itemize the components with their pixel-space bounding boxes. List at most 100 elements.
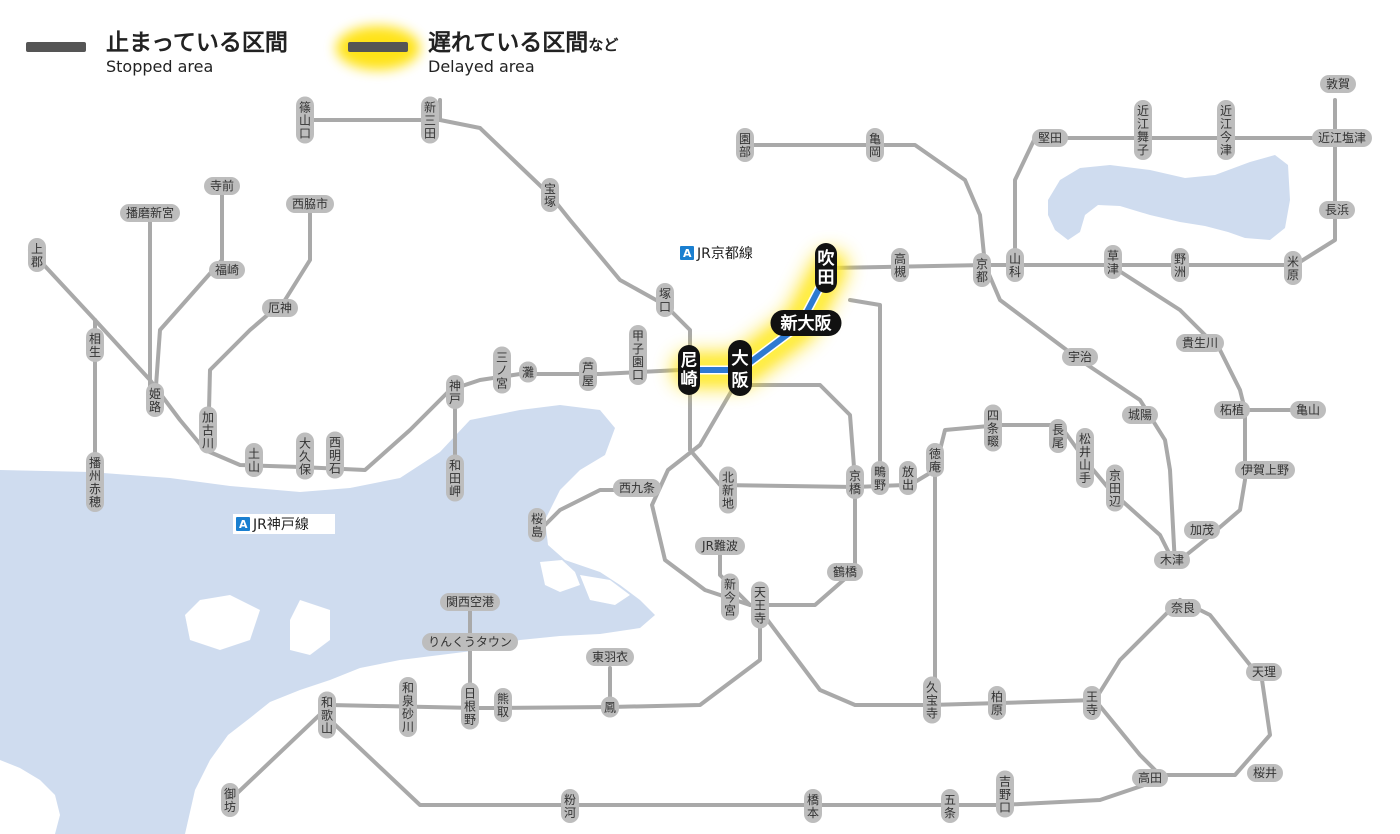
- station-pill: [695, 537, 745, 555]
- station-teramae[interactable]: 寺前: [204, 177, 240, 195]
- station-wadamisaki[interactable]: 和田岬: [446, 454, 464, 502]
- station-nagahama[interactable]: 長浜: [1319, 201, 1355, 219]
- station-wakayama[interactable]: 和歌山: [318, 691, 336, 739]
- station-kamo[interactable]: 加茂: [1184, 521, 1220, 539]
- station-hashimoto[interactable]: 橋本: [804, 789, 822, 823]
- station-gojo[interactable]: 五条: [941, 789, 959, 823]
- station-tennoji[interactable]: 天王寺: [751, 581, 769, 629]
- station-omishiotsu[interactable]: 近江塩津: [1312, 129, 1372, 147]
- station-kibukawa[interactable]: 貴生川: [1176, 334, 1224, 352]
- station-himeji[interactable]: 姫路: [146, 383, 164, 417]
- station-sakurajima[interactable]: 桜島: [528, 508, 546, 542]
- station-uji[interactable]: 宇治: [1062, 348, 1098, 366]
- station-katata[interactable]: 堅田: [1032, 129, 1068, 147]
- station-osaka-highlighted[interactable]: 大阪: [728, 340, 752, 396]
- station-matsuiyamate[interactable]: 松井山手: [1076, 428, 1094, 488]
- station-shinimamiya[interactable]: 新今宮: [721, 573, 739, 621]
- station-omimaiko[interactable]: 近江舞子: [1134, 100, 1152, 160]
- station-yasu[interactable]: 野洲: [1171, 248, 1189, 282]
- station-hanaten[interactable]: 放出: [899, 461, 917, 495]
- station-igaueno[interactable]: 伊賀上野: [1235, 461, 1295, 479]
- station-pill-highlighted: [728, 340, 752, 396]
- station-label: 久宝寺: [926, 681, 938, 721]
- station-pill: [1106, 464, 1124, 512]
- station-shigino[interactable]: 鴫野: [871, 461, 889, 495]
- station-kameoka[interactable]: 亀岡: [866, 128, 884, 162]
- station-kyoto[interactable]: 京都: [973, 253, 991, 287]
- station-kameyama[interactable]: 亀山: [1290, 401, 1326, 419]
- station-omiimazu[interactable]: 近江今津: [1217, 100, 1235, 160]
- station-yakujin[interactable]: 厄神: [262, 299, 298, 317]
- station-tenri[interactable]: 天理: [1246, 663, 1282, 681]
- station-sasayamaguchi[interactable]: 篠山口: [296, 96, 314, 144]
- station-tsuge[interactable]: 柘植: [1214, 401, 1250, 419]
- station-kyobashi[interactable]: 京橋: [846, 465, 864, 499]
- station-aioi[interactable]: 相生: [86, 328, 104, 362]
- station-jrnamba[interactable]: JR難波: [695, 537, 745, 555]
- station-harimashingu[interactable]: 播磨新宮: [120, 204, 180, 222]
- station-kakogawa[interactable]: 加古川: [199, 406, 217, 454]
- station-shin-osaka-highlighted[interactable]: 新大阪: [770, 310, 842, 336]
- station-takatsuki[interactable]: 高槻: [891, 248, 909, 282]
- station-label: 松井山手: [1079, 432, 1091, 485]
- station-tsuruhashi[interactable]: 鶴橋: [827, 563, 863, 581]
- station-kusatsu[interactable]: 草津: [1104, 245, 1122, 279]
- station-kobe[interactable]: 神戸: [446, 375, 464, 409]
- station-yoshinoguchi[interactable]: 吉野口: [996, 770, 1014, 818]
- station-amagasaki-highlighted[interactable]: 尼崎: [678, 345, 700, 395]
- station-higashihagoromo[interactable]: 東羽衣: [586, 648, 634, 666]
- station-takada[interactable]: 高田: [1132, 769, 1168, 787]
- station-oji[interactable]: 王寺: [1083, 686, 1101, 720]
- station-pill: [1132, 769, 1168, 787]
- station-sonobe[interactable]: 園部: [736, 128, 754, 162]
- station-kumatori[interactable]: 熊取: [494, 688, 512, 722]
- station-pill: [204, 177, 240, 195]
- station-nagao[interactable]: 長尾: [1049, 419, 1067, 453]
- station-okubo[interactable]: 大久保: [296, 432, 314, 480]
- station-label: 天王寺: [754, 586, 766, 626]
- legend-delayed-swatch: [348, 42, 408, 52]
- station-izumisunagawa[interactable]: 和泉砂川: [399, 677, 417, 737]
- station-tsuchiyama[interactable]: 土山: [245, 443, 263, 477]
- station-nishiwakishi[interactable]: 西脇市: [286, 195, 334, 213]
- station-tokuan[interactable]: 徳庵: [926, 443, 944, 477]
- station-nishikujo[interactable]: 西九条: [613, 479, 661, 497]
- station-pill: [721, 573, 739, 621]
- station-tsukaguchi[interactable]: 塚口: [656, 283, 674, 317]
- station-label: 近江今津: [1220, 104, 1232, 157]
- station-pill: [891, 248, 909, 282]
- station-suita-highlighted[interactable]: 吹田: [815, 243, 837, 293]
- station-shijonawate[interactable]: 四条畷: [984, 404, 1002, 452]
- station-kyuhoji[interactable]: 久宝寺: [923, 676, 941, 724]
- station-pill: [1176, 334, 1224, 352]
- station-kamigori[interactable]: 上郡: [28, 238, 46, 272]
- station-nada[interactable]: 灘: [519, 361, 537, 383]
- station-sannomiya[interactable]: 三ノ宮: [493, 346, 511, 394]
- station-ashiya[interactable]: 芦屋: [579, 357, 597, 391]
- station-label: 甲子園口: [632, 329, 644, 382]
- station-sakurai[interactable]: 桜井: [1247, 764, 1283, 782]
- station-fukusaki[interactable]: 福崎: [209, 261, 245, 279]
- station-shinsanda[interactable]: 新三田: [421, 96, 439, 144]
- lake-biwa: [1048, 155, 1290, 240]
- station-takarazuka[interactable]: 宝塚: [541, 178, 559, 212]
- station-kizu[interactable]: 木津: [1154, 551, 1190, 569]
- station-gobo[interactable]: 御坊: [221, 783, 239, 817]
- station-joyo[interactable]: 城陽: [1122, 406, 1158, 424]
- station-kashiwara[interactable]: 柏原: [988, 686, 1006, 720]
- station-kitashinchi[interactable]: 北新地: [719, 466, 737, 514]
- station-kokawa[interactable]: 粉河: [561, 789, 579, 823]
- station-maibara[interactable]: 米原: [1284, 251, 1302, 285]
- station-hineno[interactable]: 日根野: [461, 682, 479, 730]
- station-nishiakashi[interactable]: 西明石: [326, 431, 344, 479]
- station-yamashina[interactable]: 山科: [1006, 248, 1024, 282]
- station-rinku-town[interactable]: りんくうタウン: [422, 633, 518, 651]
- station-kansai-airport[interactable]: 関西空港: [440, 593, 500, 611]
- station-otori[interactable]: 鳳: [601, 696, 619, 718]
- station-nara[interactable]: 奈良: [1165, 599, 1201, 617]
- station-banshuako[interactable]: 播州赤穂: [86, 452, 104, 512]
- station-kyotanabe[interactable]: 京田辺: [1106, 464, 1124, 512]
- station-tsuruga[interactable]: 敦賀: [1320, 75, 1356, 93]
- station-label: 天理: [1252, 665, 1276, 679]
- station-koshienguchi[interactable]: 甲子園口: [629, 325, 647, 385]
